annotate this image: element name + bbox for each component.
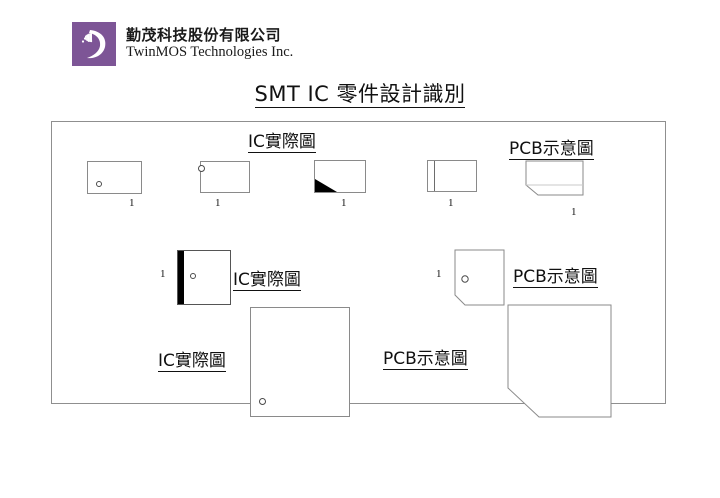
pin-label-6: 1 [160, 268, 166, 280]
caption-pcb-bottom: PCB示意圖 [383, 344, 468, 370]
ic-part-large-dot [250, 307, 350, 417]
ic-part-black-corner [314, 160, 366, 193]
diagram-frame: IC實際圖 PCB示意圖 IC實際圖 PCB示意圖 IC實際圖 PCB示意圖 1… [51, 121, 666, 418]
caption-ic-top: IC實際圖 [248, 127, 316, 153]
caption-ic-bottom-text: IC實際圖 [158, 351, 226, 372]
caption-ic-bottom: IC實際圖 [158, 346, 226, 372]
pin1-edge-dot-icon [198, 165, 205, 172]
twinmos-swoosh-logo-icon [72, 22, 116, 66]
caption-pcb-top-text: PCB示意圖 [509, 139, 594, 160]
pin-label-3: 1 [341, 197, 347, 209]
polarity-triangle-icon [315, 179, 337, 192]
pin-label-4: 1 [448, 197, 454, 209]
polarity-bar-icon [178, 251, 184, 304]
pin-label-7: 1 [436, 268, 442, 280]
caption-ic-top-text: IC實際圖 [248, 132, 316, 153]
company-name-english: TwinMOS Technologies Inc. [126, 43, 294, 60]
ic-part-dot-inner [87, 161, 142, 194]
company-name-chinese: 勤茂科技股份有限公司 [126, 26, 282, 45]
ic-part-dot-edge [198, 161, 250, 193]
pin-label-1: 1 [129, 197, 135, 209]
page-title-text: SMT IC 零件設計識別 [254, 82, 466, 108]
company-name-group: 勤茂科技股份有限公司 TwinMOS Technologies Inc. [126, 26, 294, 60]
page-title: SMT IC 零件設計識別 [0, 78, 720, 108]
pin1-dot-icon [190, 273, 196, 279]
caption-pcb-mid-text: PCB示意圖 [513, 267, 598, 288]
pin1-dot-icon [96, 181, 102, 187]
caption-pcb-top: PCB示意圖 [509, 134, 594, 160]
pcb-part-edge-line [427, 160, 477, 192]
caption-pcb-bottom-text: PCB示意圖 [383, 349, 468, 370]
pin1-dot-icon [259, 398, 266, 405]
caption-ic-mid-text: IC實際圖 [233, 270, 301, 291]
caption-ic-mid: IC實際圖 [233, 265, 301, 291]
pin-label-5: 1 [571, 206, 577, 218]
ic-part-black-bar [177, 250, 231, 305]
pcb-part-chamfer-dot [454, 249, 505, 306]
company-logo-block: 勤茂科技股份有限公司 TwinMOS Technologies Inc. [72, 22, 293, 66]
pcb-part-large-chamfer [507, 304, 612, 418]
pad-edge-line-icon [434, 161, 435, 191]
pcb-part-chamfer [525, 160, 584, 196]
caption-pcb-mid: PCB示意圖 [513, 262, 598, 288]
pin-label-2: 1 [215, 197, 221, 209]
